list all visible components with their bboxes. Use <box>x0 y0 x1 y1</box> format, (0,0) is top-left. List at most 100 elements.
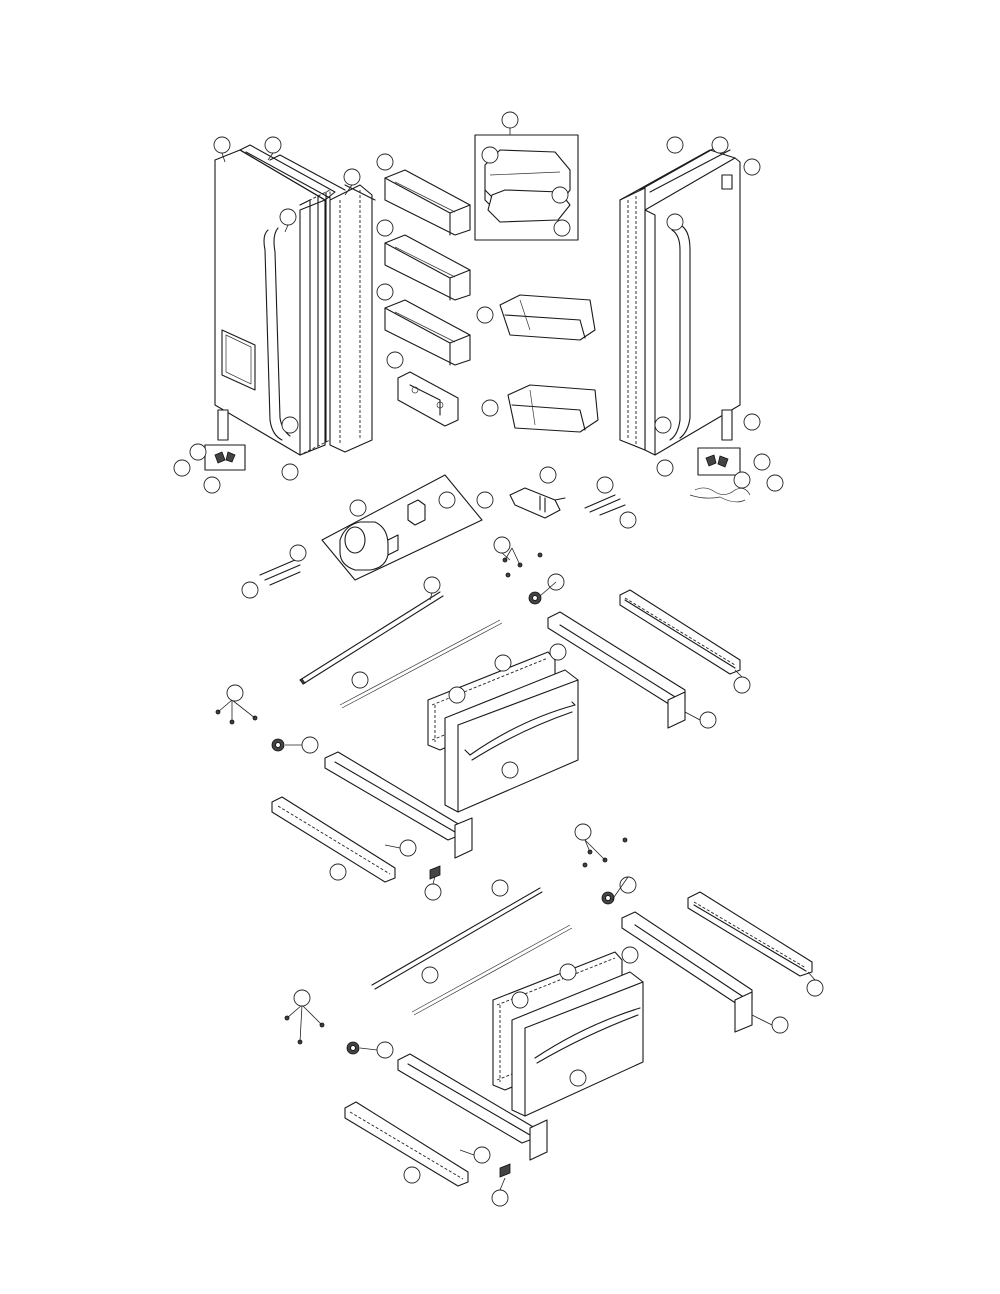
clip-1 <box>429 865 441 880</box>
callout <box>476 306 494 324</box>
callout <box>281 416 299 434</box>
callout-bubbles <box>173 111 824 1207</box>
callout <box>501 761 519 779</box>
callout <box>264 136 282 154</box>
callout <box>539 466 557 484</box>
callout <box>421 966 439 984</box>
callout <box>343 168 361 186</box>
clip-2 <box>499 1163 511 1178</box>
callout <box>226 684 244 702</box>
callout <box>569 1069 587 1087</box>
callout <box>399 839 417 857</box>
callout <box>173 459 191 477</box>
callout <box>279 208 297 226</box>
callout <box>711 136 729 154</box>
callout <box>289 544 307 562</box>
drawer-rail-left-1 <box>324 751 473 859</box>
small-rod-right <box>584 494 626 516</box>
callout <box>448 686 466 704</box>
drawer-support-left-1 <box>271 796 396 883</box>
callout <box>619 511 637 529</box>
rail-rod-1 <box>299 591 444 685</box>
roller-wheel-3 <box>601 891 615 905</box>
callout <box>574 823 592 841</box>
roller-wheel-4 <box>346 1041 360 1055</box>
callout <box>203 476 221 494</box>
callout <box>493 536 511 554</box>
callout <box>621 946 639 964</box>
callout <box>476 491 494 509</box>
water-filter <box>509 487 566 519</box>
callout <box>501 111 519 129</box>
callout <box>753 453 771 471</box>
callout <box>376 283 394 301</box>
callout <box>438 491 456 509</box>
callout <box>511 991 529 1009</box>
screw-set-top-2 <box>582 837 628 868</box>
callout <box>699 711 717 729</box>
callout <box>329 863 347 881</box>
callout <box>806 979 824 997</box>
callout <box>491 1189 509 1207</box>
callout <box>424 883 442 901</box>
door-bin-1 <box>384 169 471 236</box>
dispenser-group <box>321 474 483 581</box>
callout <box>213 136 231 154</box>
callout <box>559 963 577 981</box>
roller-wheel-2 <box>271 738 285 752</box>
callout <box>743 158 761 176</box>
callout <box>733 676 751 694</box>
callout <box>656 459 674 477</box>
callout <box>666 136 684 154</box>
callout <box>403 1166 421 1184</box>
callout <box>481 399 499 417</box>
callout <box>771 1016 789 1034</box>
callout <box>481 146 499 164</box>
left-door-assembly <box>204 144 376 471</box>
small-rod-left <box>259 559 301 586</box>
callout <box>596 476 614 494</box>
drawer-rail-left-2 <box>397 1053 548 1161</box>
screw-set-top <box>502 547 543 578</box>
drawer-front-1 <box>444 669 579 813</box>
callout <box>423 576 441 594</box>
door-bin-3 <box>384 299 471 366</box>
rail-rod-2 <box>339 619 503 709</box>
callout <box>386 351 404 369</box>
door-bin-5 <box>507 384 599 433</box>
bracket-part <box>397 371 459 427</box>
drawer-rail-right-1 <box>619 589 741 675</box>
callout <box>494 654 512 672</box>
door-bin-2 <box>384 234 471 301</box>
drawer-support-left-2 <box>344 1101 469 1187</box>
drawer-support-right-1 <box>547 611 686 729</box>
callout <box>349 499 367 517</box>
callout <box>473 1146 491 1164</box>
callout <box>666 213 684 231</box>
rail-rod-4 <box>411 924 573 1016</box>
callout <box>491 879 509 897</box>
callout <box>376 153 394 171</box>
callout <box>376 219 394 237</box>
callout <box>549 643 567 661</box>
door-bin-4 <box>499 294 596 341</box>
right-door-assembly <box>619 144 751 503</box>
callout <box>301 736 319 754</box>
boxed-bin-group <box>474 134 579 241</box>
drawer-support-right-2 <box>621 911 753 1033</box>
callout <box>766 474 784 492</box>
callout <box>733 471 751 489</box>
rail-rod-3 <box>371 887 543 990</box>
drawer-rail-right-2 <box>687 891 813 977</box>
callout <box>293 989 311 1007</box>
callout <box>654 416 672 434</box>
callout <box>281 463 299 481</box>
callout <box>551 186 569 204</box>
callout <box>376 1041 394 1059</box>
callout <box>241 581 259 599</box>
roller-wheel-1 <box>528 591 542 605</box>
callout <box>189 443 207 461</box>
screw-set-left-2 <box>284 1004 325 1045</box>
callout <box>743 413 761 431</box>
